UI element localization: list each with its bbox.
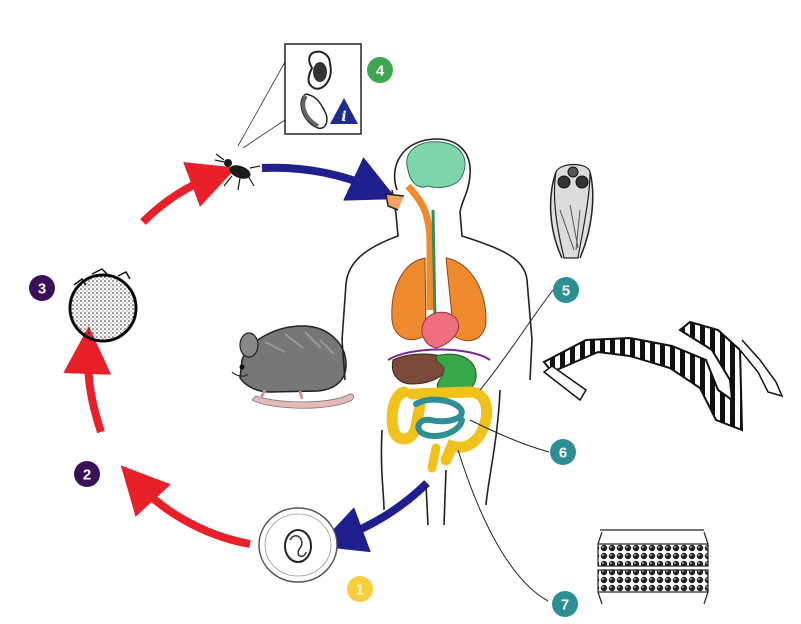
svg-text:3: 3 [38, 281, 46, 298]
brain-icon [406, 141, 466, 189]
arrow-egg-to-stage2 [120, 465, 251, 548]
rat-icon [231, 325, 355, 409]
egg-icon [258, 507, 338, 583]
arrow-human-to-egg [317, 480, 430, 553]
stage-badge-2: 2 [74, 461, 100, 487]
cycle-arrows [63, 157, 430, 553]
svg-text:2: 2 [83, 467, 91, 484]
arrow-stage3-to-insect [140, 161, 237, 225]
adult-worm-icon [542, 320, 784, 432]
human-figure-icon [341, 138, 533, 526]
insect-host-icon [214, 61, 286, 191]
large-intestine-icon [386, 386, 493, 466]
diaphragm-icon [387, 348, 491, 361]
stage-badge-3: 3 [29, 275, 55, 301]
rectum-icon [427, 443, 441, 473]
stage-badge-6: 6 [550, 439, 576, 465]
stage-badge-5: 5 [553, 277, 579, 303]
svg-text:4: 4 [376, 63, 385, 80]
cysticercoid-inset: i [284, 43, 362, 135]
scolex-icon [549, 163, 594, 259]
svg-text:6: 6 [559, 445, 567, 462]
stage-badge-7: 7 [552, 591, 578, 617]
esophagus-icon [405, 183, 437, 321]
small-intestine-icon [413, 396, 465, 440]
heart-icon [421, 311, 460, 349]
info-triangle-icon: i [330, 98, 358, 125]
svg-text:7: 7 [561, 597, 569, 614]
arrow-insect-to-human [261, 157, 397, 201]
stage-badge-4: 4 [367, 57, 393, 83]
svg-text:1: 1 [356, 582, 364, 599]
svg-text:5: 5 [562, 283, 570, 300]
oncosphere-icon [68, 268, 138, 343]
leader-lines [457, 289, 554, 602]
stage-badge-1: 1 [347, 576, 373, 602]
arrow-stage2-to-stage3 [63, 326, 112, 434]
svg-text:i: i [341, 109, 346, 125]
liver-icon [391, 353, 449, 385]
proglottid-icon [597, 529, 709, 605]
